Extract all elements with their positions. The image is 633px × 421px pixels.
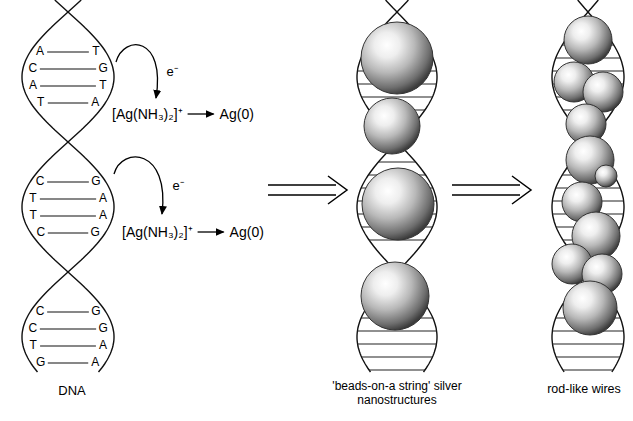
base-pair-rung <box>47 181 89 182</box>
base-letter: G <box>99 62 108 76</box>
base-pair-rung <box>40 198 96 199</box>
base-letter: T <box>37 96 44 110</box>
base-pair-rung <box>378 161 415 162</box>
electron-transfer-arrow <box>114 157 163 214</box>
base-letter: A <box>99 209 107 223</box>
base-pair-rung <box>362 96 433 97</box>
base-pair-rung <box>563 369 613 370</box>
silver-complex-formula: [Ag(NH₃)₂]⁺ <box>122 224 193 240</box>
electron-label: e⁻ <box>172 179 183 194</box>
silver-nanoparticle <box>361 262 429 330</box>
base-letter: G <box>36 356 45 370</box>
silver-atom-label: Ag(0) <box>230 224 264 240</box>
base-pair-rung <box>40 85 96 86</box>
base-letter: C <box>36 175 45 189</box>
base-pair-rung <box>40 68 96 69</box>
base-letter: G <box>91 175 100 189</box>
base-pair-rung <box>40 345 96 346</box>
base-pair-rung <box>40 215 96 216</box>
base-letter: T <box>29 209 36 223</box>
silver-complex-formula: [Ag(NH₃)₂]⁺ <box>112 106 183 122</box>
base-letter: A <box>36 45 44 59</box>
structure-caption: rod-like wires <box>547 382 621 396</box>
base-letter: A <box>99 192 107 206</box>
transform-double-arrow <box>268 176 347 204</box>
silver-nanoparticle <box>595 165 617 187</box>
silver-atom-label: Ag(0) <box>220 106 254 122</box>
silver-nanoparticle <box>564 16 612 64</box>
base-pair-rung <box>553 343 624 344</box>
base-letter: T <box>92 45 99 59</box>
base-letter: C <box>36 226 45 240</box>
silver-nanoparticle <box>364 98 420 154</box>
base-pair-rung <box>47 51 89 52</box>
base-letter: G <box>91 305 100 319</box>
base-letter: G <box>99 322 108 336</box>
dna-strand <box>22 0 114 372</box>
base-pair-rung <box>357 330 436 331</box>
base-pair-rung <box>48 232 88 233</box>
electron-transfer-arrow <box>116 45 158 98</box>
base-letter: C <box>29 322 38 336</box>
base-letter: A <box>29 79 37 93</box>
dna-strand <box>357 0 437 372</box>
base-pair-rung <box>556 356 620 357</box>
dna-strand <box>552 0 624 372</box>
drawing-layer <box>22 0 624 372</box>
transform-double-arrow <box>452 176 531 204</box>
dna-strand <box>357 0 437 372</box>
base-letter: C <box>29 62 38 76</box>
base-letter: T <box>99 79 106 93</box>
base-pair-rung <box>358 343 437 344</box>
base-letter: T <box>29 339 36 353</box>
silver-nanoparticle <box>361 22 433 94</box>
base-letter: A <box>99 339 107 353</box>
base-letter: A <box>91 96 99 110</box>
structure-caption: 'beads-on-a string' silver nanostructure… <box>322 380 472 408</box>
reaction-arrow <box>188 113 214 114</box>
base-pair-rung <box>362 356 433 357</box>
reaction-arrow <box>198 231 224 232</box>
electron-label: e⁻ <box>166 65 177 80</box>
base-pair-rung <box>40 328 96 329</box>
dna-strand <box>22 0 114 372</box>
base-letter: G <box>91 226 100 240</box>
base-pair-rung <box>369 369 425 370</box>
dna-strand <box>552 0 624 372</box>
base-pair-rung <box>48 362 88 363</box>
silver-nanoparticle <box>563 281 617 335</box>
base-letter: T <box>29 192 36 206</box>
silver-nanoparticle <box>362 168 434 240</box>
base-pair-rung <box>47 311 89 312</box>
base-pair-rung <box>48 102 88 103</box>
base-letter: C <box>36 305 45 319</box>
structure-caption: DNA <box>58 384 85 399</box>
base-letter: A <box>91 356 99 370</box>
